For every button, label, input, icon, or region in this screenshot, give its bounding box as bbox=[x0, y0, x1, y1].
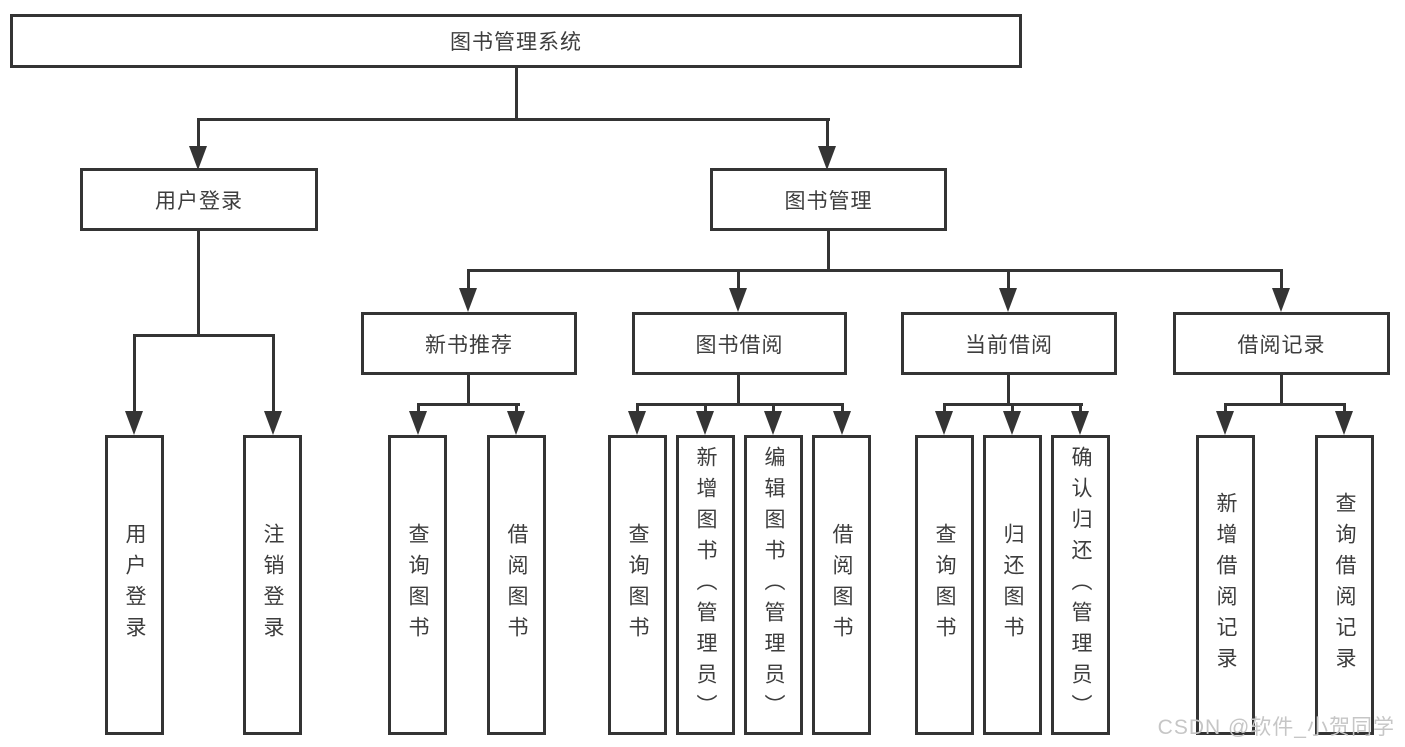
arrow-down-icon bbox=[1216, 411, 1234, 435]
connector-line bbox=[515, 68, 518, 120]
connector-line bbox=[1280, 375, 1283, 406]
leaf-recommend-query-book-label: 查询图书 bbox=[406, 523, 429, 647]
connector-line bbox=[467, 375, 470, 406]
node-borrow-records-label: 借阅记录 bbox=[1237, 333, 1326, 357]
leaf-borrow-book: 借阅图书 bbox=[812, 435, 871, 735]
node-root: 图书管理系统 bbox=[10, 14, 1022, 68]
arrow-down-icon bbox=[189, 146, 207, 170]
node-user-login-branch-label: 用户登录 bbox=[155, 189, 243, 213]
arrow-down-icon bbox=[833, 411, 851, 435]
arrow-down-icon bbox=[1272, 288, 1290, 312]
leaf-add-book-admin: 新增图书（管理员） bbox=[676, 435, 735, 735]
connector-line bbox=[772, 403, 775, 413]
leaf-user-login-label: 用户登录 bbox=[123, 523, 146, 647]
arrow-down-icon bbox=[507, 411, 525, 435]
arrow-down-icon bbox=[628, 411, 646, 435]
arrow-down-icon bbox=[125, 411, 143, 435]
node-new-book-recommend: 新书推荐 bbox=[361, 312, 577, 375]
arrow-down-icon bbox=[999, 288, 1017, 312]
connector-line bbox=[826, 118, 829, 148]
leaf-borrow-query-book: 查询图书 bbox=[608, 435, 667, 735]
connector-line bbox=[1224, 403, 1227, 413]
leaf-add-book-admin-label: 新增图书（管理员） bbox=[694, 445, 717, 725]
leaf-user-login: 用户登录 bbox=[105, 435, 164, 735]
node-book-borrow-label: 图书借阅 bbox=[695, 333, 784, 357]
connector-line bbox=[467, 269, 1283, 272]
arrow-down-icon bbox=[935, 411, 953, 435]
arrow-down-icon bbox=[1003, 411, 1021, 435]
connector-line bbox=[197, 231, 200, 337]
leaf-confirm-return-admin-label: 确认归还（管理员） bbox=[1069, 445, 1092, 725]
leaf-edit-book-admin-label: 编辑图书（管理员） bbox=[762, 445, 785, 725]
arrow-down-icon bbox=[1071, 411, 1089, 435]
connector-line bbox=[133, 334, 136, 411]
leaf-query-borrow-record-label: 查询借阅记录 bbox=[1333, 492, 1356, 678]
node-current-borrow: 当前借阅 bbox=[901, 312, 1117, 375]
connector-line bbox=[1224, 403, 1345, 406]
connector-line bbox=[133, 334, 275, 337]
connector-line bbox=[272, 334, 275, 411]
connector-line bbox=[1343, 403, 1346, 413]
leaf-logout-label: 注销登录 bbox=[261, 523, 284, 647]
connector-line bbox=[515, 403, 518, 413]
connector-line bbox=[1007, 269, 1010, 289]
connector-line bbox=[943, 403, 946, 413]
node-user-login-branch: 用户登录 bbox=[80, 168, 318, 231]
node-current-borrow-label: 当前借阅 bbox=[965, 333, 1053, 357]
arrow-down-icon bbox=[764, 411, 782, 435]
leaf-add-borrow-record: 新增借阅记录 bbox=[1196, 435, 1255, 735]
node-new-book-recommend-label: 新书推荐 bbox=[425, 333, 513, 357]
csdn-watermark: CSDN @软件_小贺同学 bbox=[1157, 716, 1395, 739]
leaf-current-query-book-label: 查询图书 bbox=[933, 523, 956, 647]
leaf-add-borrow-record-label: 新增借阅记录 bbox=[1214, 492, 1237, 678]
node-borrow-records: 借阅记录 bbox=[1173, 312, 1390, 375]
connector-line bbox=[841, 403, 844, 413]
leaf-query-borrow-record: 查询借阅记录 bbox=[1315, 435, 1374, 735]
arrow-down-icon bbox=[729, 288, 747, 312]
leaf-edit-book-admin: 编辑图书（管理员） bbox=[744, 435, 803, 735]
arrow-down-icon bbox=[818, 146, 836, 170]
leaf-borrow-book-label: 借阅图书 bbox=[830, 523, 853, 647]
connector-line bbox=[636, 403, 639, 413]
node-book-management-branch: 图书管理 bbox=[710, 168, 947, 231]
node-root-label: 图书管理系统 bbox=[450, 31, 582, 54]
node-book-management-branch-label: 图书管理 bbox=[784, 189, 873, 213]
connector-line bbox=[737, 375, 740, 406]
leaf-logout: 注销登录 bbox=[243, 435, 302, 735]
node-book-borrow: 图书借阅 bbox=[632, 312, 847, 375]
leaf-confirm-return-admin: 确认归还（管理员） bbox=[1051, 435, 1110, 735]
arrow-down-icon bbox=[264, 411, 282, 435]
leaf-return-book: 归还图书 bbox=[983, 435, 1042, 735]
connector-line bbox=[1011, 403, 1014, 413]
connector-line bbox=[1007, 375, 1010, 406]
arrow-down-icon bbox=[409, 411, 427, 435]
leaf-borrow-query-book-label: 查询图书 bbox=[626, 523, 649, 647]
arrow-down-icon bbox=[696, 411, 714, 435]
leaf-recommend-borrow-book-label: 借阅图书 bbox=[505, 523, 528, 647]
connector-line bbox=[417, 403, 420, 413]
connector-line bbox=[197, 118, 830, 121]
leaf-return-book-label: 归还图书 bbox=[1001, 523, 1024, 647]
connector-line bbox=[1280, 269, 1283, 289]
connector-line bbox=[704, 403, 707, 413]
arrow-down-icon bbox=[1335, 411, 1353, 435]
connector-line bbox=[827, 231, 830, 272]
connector-line bbox=[197, 118, 200, 148]
leaf-current-query-book: 查询图书 bbox=[915, 435, 974, 735]
leaf-recommend-query-book: 查询图书 bbox=[388, 435, 447, 735]
connector-line bbox=[417, 403, 520, 406]
leaf-recommend-borrow-book: 借阅图书 bbox=[487, 435, 546, 735]
connector-line bbox=[1079, 403, 1082, 413]
connector-line bbox=[467, 269, 470, 289]
arrow-down-icon bbox=[459, 288, 477, 312]
connector-line bbox=[636, 403, 844, 406]
connector-line bbox=[737, 269, 740, 289]
